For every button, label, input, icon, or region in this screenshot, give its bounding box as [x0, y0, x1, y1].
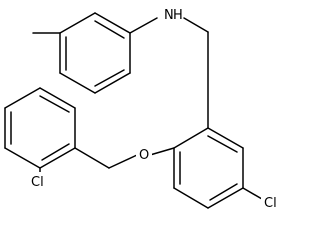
ether-bonds: [74, 147, 175, 169]
right-cl-bond: [242, 187, 263, 200]
cl-left-label: Cl: [31, 175, 44, 190]
atom-n: N H: [160, 4, 183, 24]
molecule-structure-diagram: N H O Cl Cl: [4, 4, 283, 211]
atom-cl-right: Cl: [261, 193, 283, 211]
atom-cl-left: Cl: [30, 172, 50, 190]
chlorophenyl-ring-right: [173, 127, 244, 209]
h-label: H: [173, 8, 183, 23]
cl-right-label: Cl: [264, 196, 277, 211]
nh-bonds: [129, 17, 209, 129]
o-label: O: [139, 148, 149, 163]
atom-o: O: [136, 144, 152, 163]
n-label: N: [164, 8, 174, 23]
methylaniline-ring: [59, 12, 131, 94]
chlorophenyl-ring-left: [4, 87, 76, 169]
